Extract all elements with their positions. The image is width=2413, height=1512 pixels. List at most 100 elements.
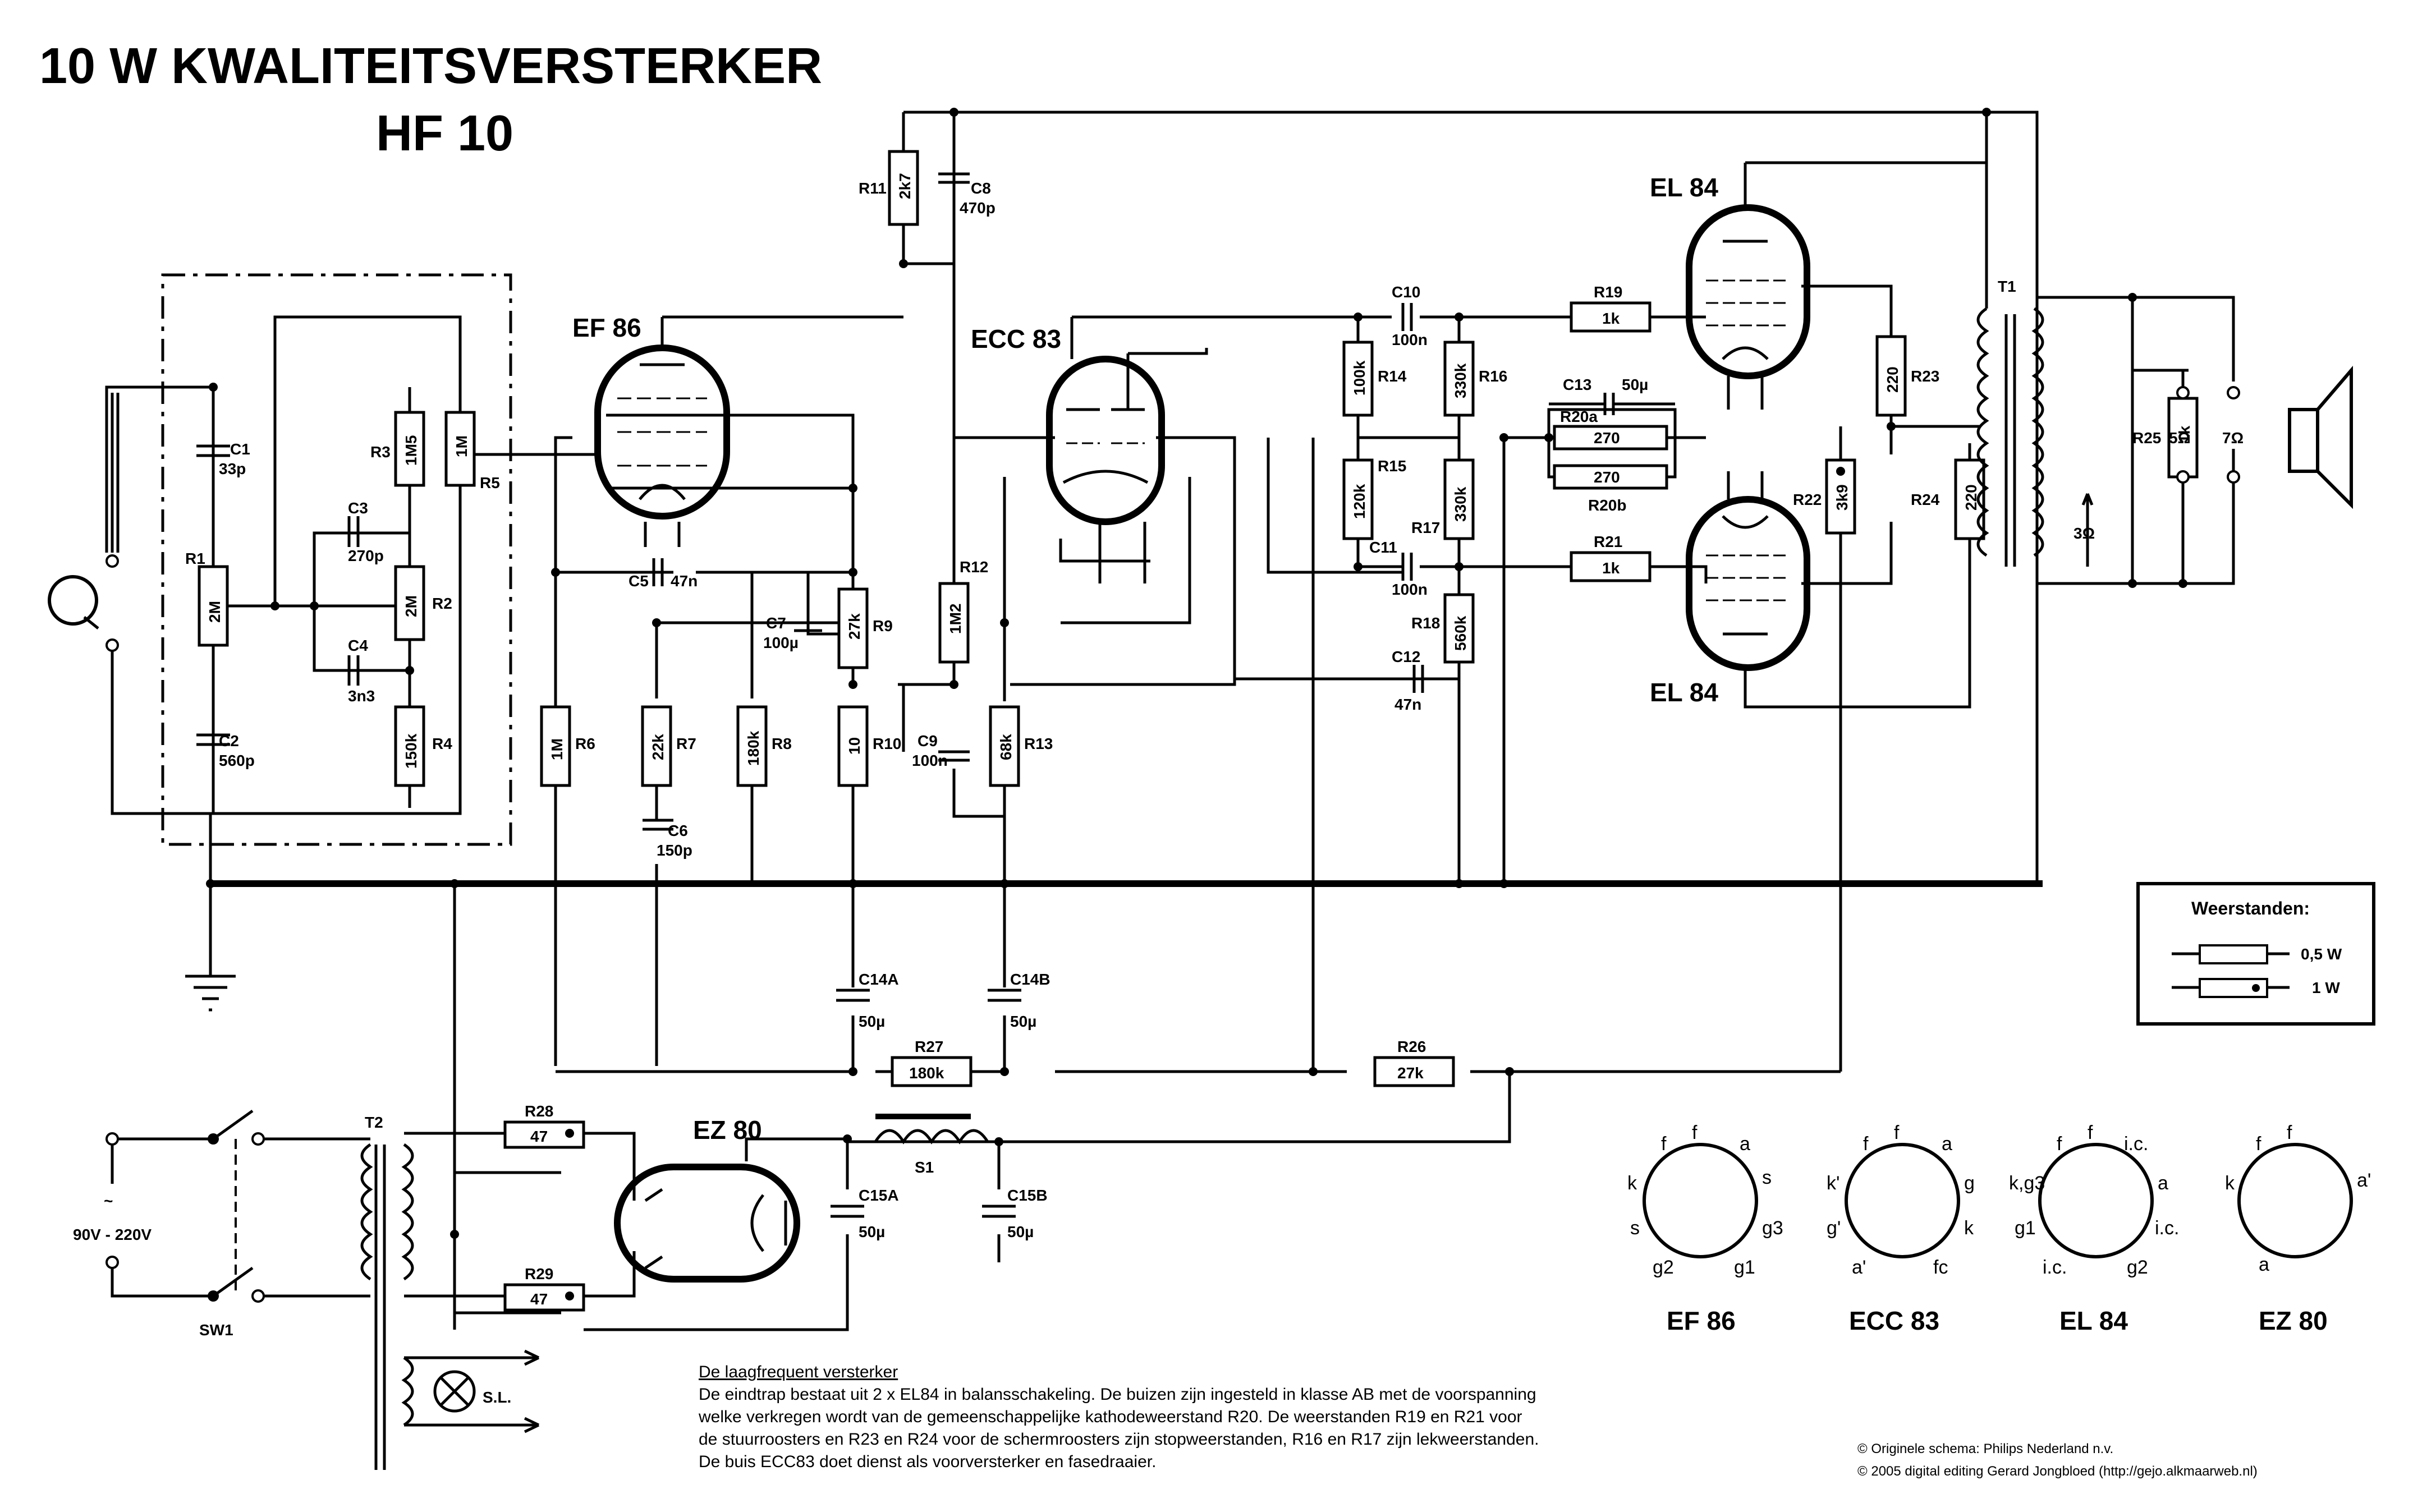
svg-text:a: a: [2158, 1173, 2168, 1194]
svg-text:27k: 27k: [1397, 1064, 1424, 1082]
svg-text:47n: 47n: [1394, 696, 1421, 713]
svg-text:R18: R18: [1411, 614, 1440, 632]
svg-text:C9: C9: [918, 732, 938, 750]
svg-text:g1: g1: [1734, 1257, 1755, 1278]
svg-text:k,g3: k,g3: [2009, 1173, 2045, 1194]
svg-text:k': k': [1827, 1173, 1840, 1194]
svg-text:EL 84: EL 84: [2059, 1306, 2128, 1335]
svg-text:C6: C6: [668, 822, 688, 839]
R9: [837, 587, 869, 669]
svg-text:a: a: [2259, 1254, 2269, 1275]
svg-text:k: k: [1964, 1217, 1974, 1239]
svg-text:0,5 W: 0,5 W: [2301, 945, 2342, 963]
svg-text:R15: R15: [1378, 457, 1406, 475]
svg-text:1M2: 1M2: [947, 604, 964, 634]
svg-text:R13: R13: [1024, 735, 1053, 752]
svg-text:EL 84: EL 84: [1650, 173, 1718, 202]
svg-text:i.c.: i.c.: [2043, 1257, 2067, 1278]
pinout-ecc83: ff ag kfc a'g' k' ECC 83: [1827, 1122, 1975, 1335]
svg-text:EF 86: EF 86: [1667, 1306, 1736, 1335]
svg-text:C12: C12: [1392, 648, 1420, 665]
svg-text:R24: R24: [1911, 491, 1940, 508]
svg-text:i.c.: i.c.: [2124, 1133, 2148, 1155]
svg-text:470p: 470p: [960, 199, 996, 217]
svg-text:1M: 1M: [453, 435, 470, 457]
input-network-box: [161, 273, 512, 846]
svg-text:R17: R17: [1411, 519, 1440, 536]
R15: [1342, 458, 1374, 540]
svg-text:SW1: SW1: [199, 1321, 233, 1339]
svg-text:270: 270: [1594, 468, 1620, 486]
pinout-el84: ff i.c.a i.c.g2 i.c.g1 k,g3 EL 84: [2009, 1122, 2179, 1335]
svg-text:C2: C2: [219, 732, 239, 750]
svg-text:© Originele schema: Philips Ne: © Originele schema: Philips Nederland n.…: [1857, 1441, 2113, 1456]
svg-text:R19: R19: [1594, 283, 1622, 301]
svg-text:S1: S1: [915, 1159, 934, 1176]
svg-text:R3: R3: [370, 443, 391, 461]
svg-text:C7: C7: [766, 614, 786, 632]
svg-text:T1: T1: [1998, 278, 2016, 295]
svg-text:R14: R14: [1378, 367, 1407, 385]
R20a: [1553, 425, 1668, 451]
svg-text:33p: 33p: [219, 460, 246, 477]
svg-text:100n: 100n: [1392, 331, 1428, 348]
svg-text:EF 86: EF 86: [572, 313, 641, 342]
svg-text:C15B: C15B: [1007, 1187, 1048, 1204]
R19: [1570, 301, 1652, 333]
svg-text:90V - 220V: 90V - 220V: [73, 1226, 152, 1243]
svg-text:27k: 27k: [846, 613, 863, 640]
svg-text:2M: 2M: [206, 601, 223, 623]
svg-text:De buis ECC83 doet dienst als: De buis ECC83 doet dienst als voorverste…: [699, 1453, 1156, 1471]
svg-text:C8: C8: [971, 180, 991, 197]
svg-text:a': a': [2357, 1170, 2371, 1191]
R23: [1875, 335, 1907, 417]
svg-text:welke verkregen wordt van de: welke verkregen wordt van de gemeenschap…: [698, 1408, 1522, 1426]
svg-text:R26: R26: [1397, 1038, 1426, 1055]
svg-text:EZ 80: EZ 80: [2259, 1306, 2328, 1335]
R13: [989, 705, 1020, 787]
svg-text:C4: C4: [348, 637, 368, 654]
choke-s1: S1: [874, 1114, 989, 1176]
svg-text:180k: 180k: [745, 730, 762, 766]
svg-text:R7: R7: [676, 735, 696, 752]
svg-text:a: a: [1942, 1133, 1952, 1155]
svg-text:R23: R23: [1911, 367, 1939, 385]
svg-text:f: f: [2256, 1133, 2261, 1155]
svg-text:De eindtrap bestaat uit 2 x EL: De eindtrap bestaat uit 2 x EL84 in bala…: [699, 1385, 1536, 1404]
svg-text:3k9: 3k9: [1833, 484, 1851, 511]
svg-text:150k: 150k: [402, 733, 420, 769]
junctions: [206, 108, 2187, 1239]
svg-text:50µ: 50µ: [859, 1013, 885, 1030]
svg-text:R2: R2: [432, 595, 452, 612]
svg-text:2k7: 2k7: [896, 173, 914, 199]
svg-text:R27: R27: [915, 1038, 943, 1055]
svg-text:© 2005 digital editing Gerard: © 2005 digital editing Gerard Jongbloed …: [1857, 1464, 2258, 1479]
svg-text:g3: g3: [1762, 1217, 1783, 1239]
R20b: [1553, 464, 1668, 490]
power-transformer: T2: [360, 1114, 414, 1470]
resistors-horizontal: R19 1k R20a 270 270 R20b R21 1k R26 27k …: [503, 283, 1668, 1312]
svg-text:270p: 270p: [348, 547, 384, 564]
input-jack-icon: [48, 554, 119, 652]
svg-text:50µ: 50µ: [1007, 1223, 1034, 1240]
svg-text:50µ: 50µ: [1010, 1013, 1036, 1030]
R18: [1443, 593, 1475, 664]
svg-text:s: s: [1630, 1217, 1640, 1239]
pilot-lamp: S.L.: [433, 1349, 540, 1433]
svg-text:47n: 47n: [671, 572, 698, 590]
svg-text:1k: 1k: [1602, 559, 1620, 577]
svg-text:R11: R11: [859, 180, 887, 197]
ez80-tube: EZ 80: [614, 1115, 800, 1283]
ecc83-tube: ECC 83: [971, 324, 1165, 583]
svg-text:270: 270: [1594, 429, 1620, 447]
svg-text:g': g': [1827, 1217, 1841, 1239]
svg-text:R20a: R20a: [1560, 408, 1598, 425]
svg-text:150p: 150p: [657, 842, 692, 859]
svg-text:22k: 22k: [649, 734, 667, 760]
svg-text:a: a: [1740, 1133, 1750, 1155]
svg-text:s: s: [1762, 1167, 1772, 1188]
svg-text:fc: fc: [1933, 1257, 1948, 1278]
svg-text:ECC 83: ECC 83: [971, 324, 1061, 353]
